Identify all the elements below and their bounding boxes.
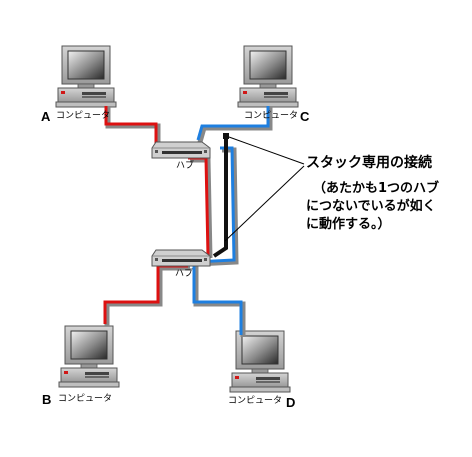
annotation-note-line-3: に動作する。） bbox=[306, 217, 391, 232]
annotation-note-line-2: につないでいるが如く bbox=[306, 199, 436, 214]
computer-d-letter: D bbox=[286, 395, 296, 410]
hub-bottom-label: ハブ bbox=[175, 269, 194, 279]
computer-a-label: コンピュータ bbox=[56, 111, 111, 121]
hub-top-icon bbox=[151, 141, 211, 159]
stack-cable bbox=[212, 133, 229, 258]
hub-bottom-icon bbox=[151, 249, 211, 267]
annotation-note-line-1: （あたかも1つのハブ bbox=[313, 181, 440, 196]
computer-c-letter: C bbox=[300, 109, 310, 124]
cable-shadows bbox=[104, 107, 273, 337]
computer-d-label: コンピュータ bbox=[228, 396, 283, 406]
computer-b-label: コンピュータ bbox=[58, 394, 113, 404]
computer-c-icon bbox=[237, 45, 299, 108]
computer-b-letter: B bbox=[42, 392, 52, 407]
callout-lines bbox=[224, 136, 305, 242]
computer-c-label: コンピュータ bbox=[244, 111, 299, 121]
hub-top-label: ハブ bbox=[176, 161, 195, 171]
computer-d-icon bbox=[229, 330, 291, 393]
computer-a-letter: A bbox=[41, 109, 51, 124]
computer-b-icon bbox=[58, 325, 120, 388]
computer-a-icon bbox=[55, 45, 117, 108]
stack-connection-title: スタック専用の接続 bbox=[306, 155, 432, 171]
cable-blue-c-d bbox=[192, 106, 270, 335]
